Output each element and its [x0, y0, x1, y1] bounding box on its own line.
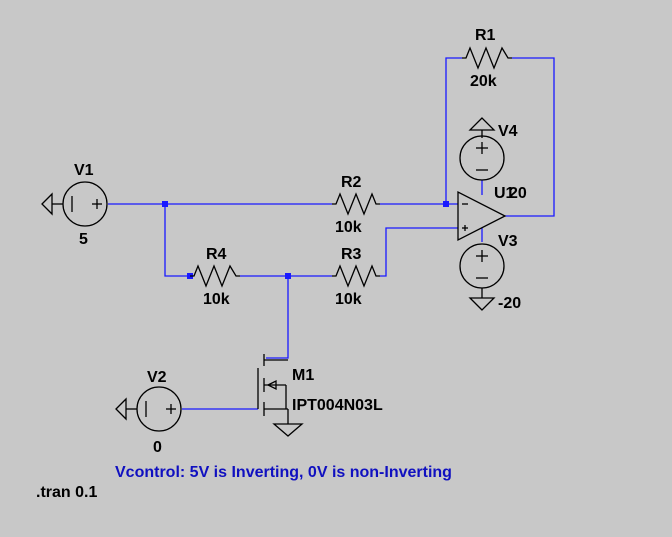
- v2-name: V2: [147, 369, 167, 386]
- resistor-r3[interactable]: [332, 264, 380, 288]
- spice-directive: .tran 0.1: [36, 484, 97, 501]
- r2-name: R2: [341, 174, 362, 191]
- r3-value: 10k: [335, 291, 362, 308]
- r4-value: 10k: [203, 291, 230, 308]
- m1-model: IPT004N03L: [292, 397, 383, 414]
- voltage-source-v1[interactable]: [41, 181, 108, 227]
- v4-value: 20: [509, 185, 527, 202]
- v1-value: 5: [79, 231, 88, 248]
- v4-name: V4: [498, 123, 518, 140]
- r2-value: 10k: [335, 219, 362, 236]
- voltage-source-v2[interactable]: [115, 386, 182, 432]
- control-note: Vcontrol: 5V is Inverting, 0V is non-Inv…: [115, 464, 452, 481]
- mosfet-m1[interactable]: [257, 354, 304, 437]
- resistor-r1[interactable]: [462, 46, 512, 70]
- junctions: [162, 201, 449, 279]
- v3-value: -20: [498, 295, 521, 312]
- r1-name: R1: [475, 27, 496, 44]
- voltage-source-v3[interactable]: [459, 243, 505, 311]
- v1-name: V1: [74, 162, 94, 179]
- v2-value: 0: [153, 439, 162, 456]
- r1-value: 20k: [470, 73, 497, 90]
- m1-name: M1: [292, 367, 314, 384]
- r3-name: R3: [341, 246, 362, 263]
- r4-name: R4: [206, 246, 227, 263]
- resistor-r4[interactable]: [190, 264, 240, 288]
- wires: [108, 57, 555, 410]
- opamp-u1[interactable]: [457, 190, 507, 242]
- u1-name: U1: [494, 185, 515, 202]
- voltage-source-v4[interactable]: [459, 117, 505, 181]
- resistor-r2[interactable]: [332, 192, 380, 216]
- v3-name: V3: [498, 233, 518, 250]
